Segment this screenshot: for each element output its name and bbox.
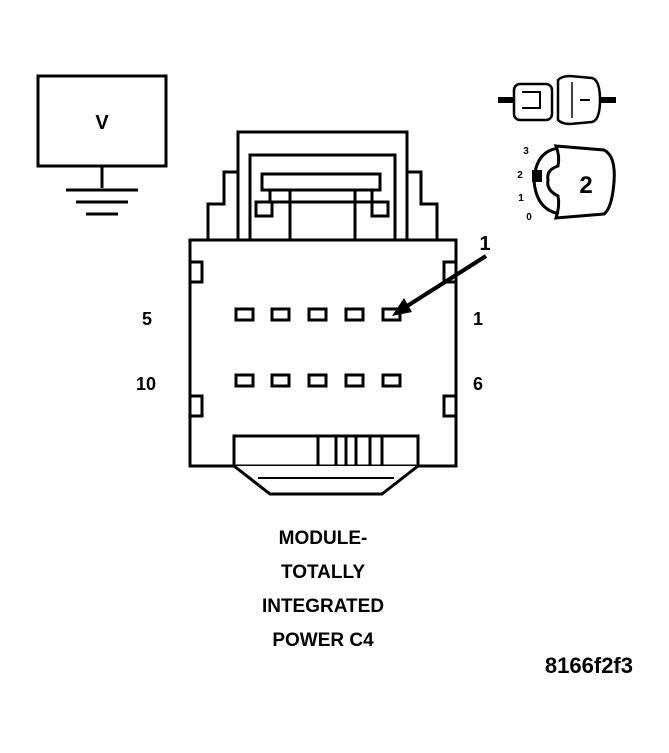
pin-label-5: 5 — [142, 309, 152, 329]
latch-bar — [260, 172, 382, 192]
bottom-key — [232, 434, 420, 466]
pin-7 — [344, 373, 365, 388]
pin-6 — [381, 373, 402, 388]
connector-c4: 5 1 10 6 1 — [136, 130, 491, 496]
pin-8 — [307, 373, 328, 388]
pin-5 — [234, 307, 255, 322]
pin-2 — [344, 307, 365, 322]
pin-3 — [307, 307, 328, 322]
shoulder-left — [206, 170, 238, 240]
pin-1 — [381, 307, 402, 322]
ign-pos-2: 2 — [517, 170, 523, 181]
side-bump — [188, 394, 204, 418]
pin-row-top — [234, 307, 402, 322]
pin-label-1: 1 — [473, 309, 483, 329]
figure-id: 8166f2f3 — [544, 653, 633, 678]
shoulder-right — [407, 170, 439, 240]
connector-body — [188, 238, 458, 468]
latch-tab-left — [254, 200, 274, 218]
pin-label-6: 6 — [473, 374, 483, 394]
callout-number: 1 — [479, 233, 490, 255]
side-bump — [442, 394, 458, 418]
ign-pos-3: 3 — [523, 146, 529, 157]
voltmeter-label: V — [95, 112, 109, 134]
ign-pos-0: 0 — [526, 212, 532, 223]
side-bump — [188, 260, 204, 284]
voltmeter-box — [36, 74, 168, 168]
caption-line: INTEGRATED — [261, 596, 385, 617]
ignition-cylinder-icon — [498, 74, 616, 126]
callout-arrow — [392, 254, 488, 316]
pin-row-bottom — [234, 373, 402, 388]
voltmeter: V — [36, 74, 168, 216]
ign-pos-1: 1 — [518, 193, 524, 204]
pin-9 — [270, 373, 291, 388]
pin-4 — [270, 307, 291, 322]
pin-10 — [234, 373, 255, 388]
latch-bar-lower — [268, 188, 374, 204]
latch-tab-right — [370, 200, 390, 218]
caption-line: MODULE- — [278, 528, 368, 549]
ign-key-position: 2 — [579, 172, 592, 199]
caption-line: POWER C4 — [272, 630, 374, 651]
pin-label-10: 10 — [136, 374, 156, 394]
ignition-key-icon: 3 2 1 0 2 — [517, 144, 616, 223]
caption-line: TOTALLY — [280, 562, 366, 583]
connector-caption: MODULE- TOTALLY INTEGRATED POWER C4 — [200, 522, 446, 658]
ground-icon — [66, 188, 138, 216]
bottom-skirt — [233, 464, 419, 496]
